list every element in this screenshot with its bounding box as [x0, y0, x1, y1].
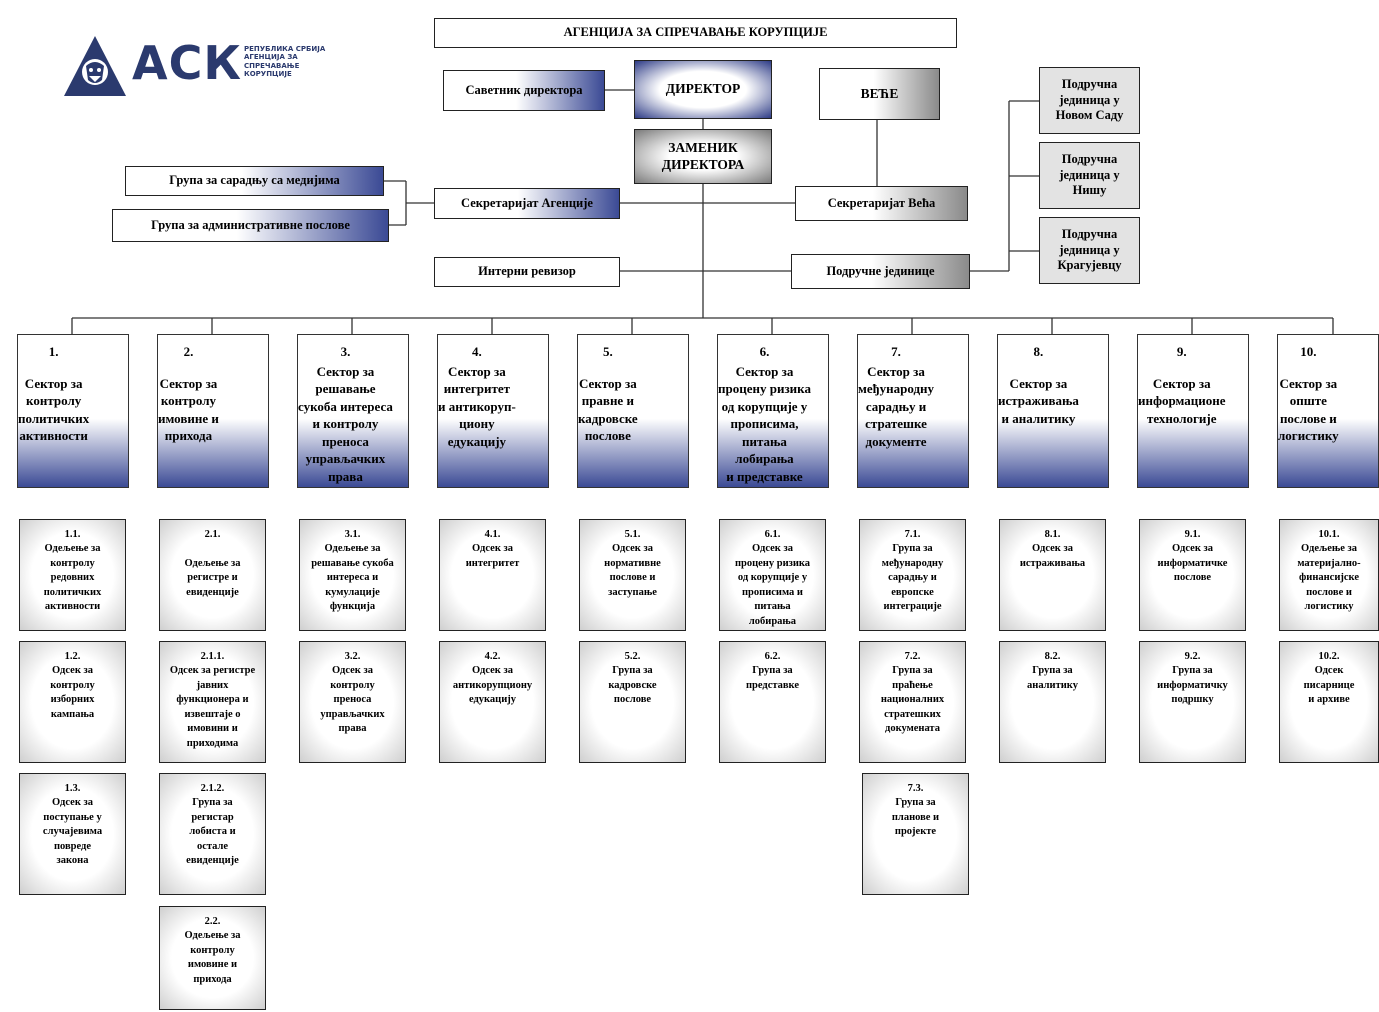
council-box: ВЕЋЕ — [819, 68, 940, 120]
sector-box: 10. Сектор за опште послове и логистику — [1277, 334, 1379, 488]
regional-units-box: Подручне јединице — [791, 254, 970, 289]
sector-number: 7. — [891, 344, 901, 359]
sector-box: 4. Сектор за интегритет и антикоруп- цион… — [437, 334, 549, 488]
regional-unit-nis: Подручна јединица у Нишу — [1039, 142, 1140, 209]
unit-box: 4.1. Одсек за интегритет — [439, 519, 546, 631]
sector-name: Сектор за контролу имовине и прихода — [158, 375, 219, 444]
sector-number: 9. — [1176, 344, 1187, 359]
agency-logo: АСК РЕПУБЛИКА СРБИЈА АГЕНЦИЈА ЗА СПРЕЧАВ… — [62, 34, 362, 100]
sector-box: 6. Сектор за процену ризика од корупције … — [717, 334, 829, 488]
sector-number: 1. — [48, 344, 59, 359]
sector-number: 2. — [183, 344, 194, 359]
sector-box: 5. Сектор за правне и кадровске послове — [577, 334, 689, 488]
unit-box: 9.1. Одсек за информатичке послове — [1139, 519, 1246, 631]
unit-box: 7.1. Група за међународну сарадњу и евро… — [859, 519, 966, 631]
advisor-box: Саветник директора — [443, 70, 605, 111]
sector-name: Сектор за решавање сукоба интереса и кон… — [298, 363, 393, 484]
unit-box: 7.2. Група за праћење националних страте… — [859, 641, 966, 763]
sector-name: Сектор за правне и кадровске послове — [578, 375, 638, 444]
sector-box: 9. Сектор за информационе технологије — [1137, 334, 1249, 488]
sector-name: Сектор за контролу политичких активности — [18, 375, 90, 444]
unit-box: 10.1. Одељење за материјално- финансијск… — [1279, 519, 1379, 631]
secretariat-box: Секретаријат Агенције — [434, 188, 620, 219]
unit-box: 5.2. Група за кадровске послове — [579, 641, 686, 763]
media-group-box: Група за сарадњу са медијима — [125, 166, 384, 196]
unit-box: 5.1. Одсек за нормативне послове и засту… — [579, 519, 686, 631]
sector-name: Сектор за истраживања и аналитику — [998, 375, 1079, 426]
regional-unit-kragujevac: Подручна јединица у Крагујевцу — [1039, 217, 1140, 284]
sector-box: 3. Сектор за решавање сукоба интереса и к… — [297, 334, 409, 488]
admin-group-box: Група за административне послове — [112, 209, 389, 242]
unit-box: 9.2. Група за информатичку подршку — [1139, 641, 1246, 763]
sector-name: Сектор за међународну сарадњу и стратешк… — [858, 363, 935, 449]
unit-box: 1.3. Одсек за поступање у случајевима по… — [19, 773, 126, 895]
sector-box: 1. Сектор за контролу политичких активнос… — [17, 334, 129, 488]
unit-box: 2.1.2. Група за регистар лобиста и остал… — [159, 773, 266, 895]
deputy-director-box: ЗАМЕНИК ДИРЕКТОРА — [634, 129, 772, 184]
unit-box: 1.1. Одељење за контролу редовних полити… — [19, 519, 126, 631]
unit-box: 2.2. Одељење за контролу имовине и прихо… — [159, 906, 266, 1010]
sector-name: Сектор за опште послове и логистику — [1278, 375, 1339, 444]
sector-box: 8. Сектор за истраживања и аналитику — [997, 334, 1109, 488]
regional-unit-novi-sad: Подручна јединица у Новом Саду — [1039, 67, 1140, 134]
internal-auditor-box: Интерни ревизор — [434, 257, 620, 287]
sector-number: 10. — [1300, 344, 1317, 359]
sector-box: 7. Сектор за међународну сарадњу и страте… — [857, 334, 969, 488]
logo-letters: АСК — [132, 36, 242, 90]
sector-number: 5. — [602, 344, 613, 359]
unit-box: 7.3. Група за планове и пројекте — [862, 773, 969, 895]
sector-number: 6. — [759, 344, 770, 359]
sector-name: Сектор за интегритет и антикоруп- циону … — [438, 363, 516, 449]
unit-box: 1.2. Одсек за контролу изборних кампања — [19, 641, 126, 763]
unit-box: 8.1. Одсек за истраживања — [999, 519, 1106, 631]
sector-name: Сектор за информационе технологије — [1138, 375, 1226, 426]
sector-box: 2. Сектор за контролу имовине и прихода — [157, 334, 269, 488]
unit-box: 3.1. Одељење за решавање сукоба интереса… — [299, 519, 406, 631]
unit-box: 6.1. Одсек за процену ризика од корупциј… — [719, 519, 826, 631]
sector-number: 4. — [472, 344, 482, 359]
coat-of-arms-icon — [64, 36, 126, 96]
unit-box: 2.1.1. Одсек за регистре јавних функцион… — [159, 641, 266, 763]
unit-box: 6.2. Група за представке — [719, 641, 826, 763]
director-box: ДИРЕКТОР — [634, 60, 772, 119]
logo-subtitle: РЕПУБЛИКА СРБИЈА АГЕНЦИЈА ЗА СПРЕЧАВАЊЕ … — [244, 45, 326, 79]
agency-title-box: АГЕНЦИЈА ЗА СПРЕЧАВАЊЕ КОРУПЦИЈЕ — [434, 18, 957, 48]
unit-box: 2.1. Одељење за регистре и евиденције — [159, 519, 266, 631]
unit-box: 4.2. Одсек за антикорупциону едукацију — [439, 641, 546, 763]
sector-name: Сектор за процену ризика од корупције у … — [718, 363, 811, 484]
sector-number: 3. — [340, 344, 351, 359]
unit-box: 8.2. Група за аналитику — [999, 641, 1106, 763]
unit-box: 3.2. Одсек за контролу преноса управљачк… — [299, 641, 406, 763]
sector-number: 8. — [1033, 344, 1044, 359]
council-secretariat-box: Секретаријат Већа — [795, 186, 968, 221]
unit-box: 10.2. Одсек писарнице и архиве — [1279, 641, 1379, 763]
